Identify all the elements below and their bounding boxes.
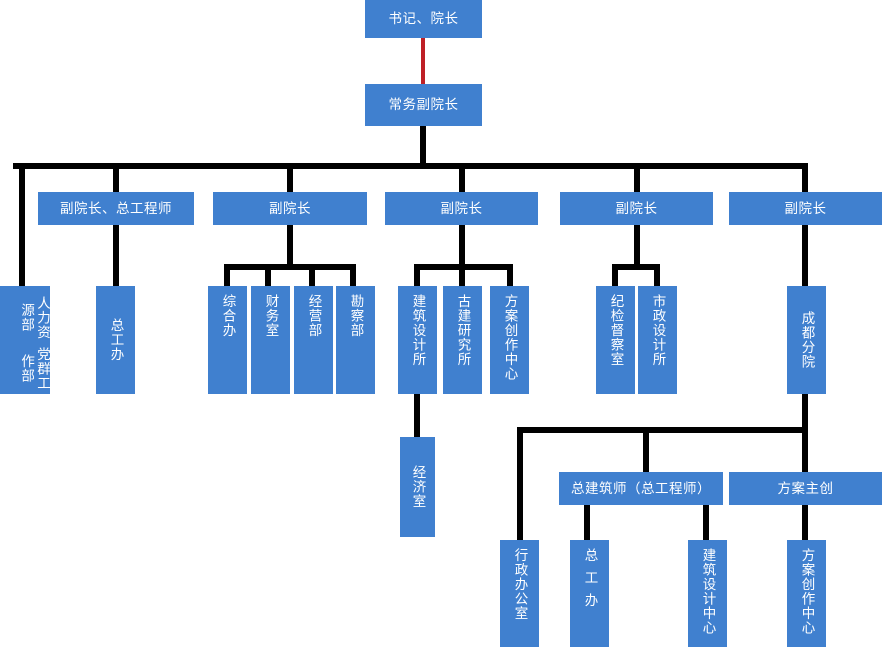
node-general-office[interactable]: 综合办 xyxy=(208,286,247,394)
node-municipal-design-inst[interactable]: 市政设计所 xyxy=(638,286,677,394)
connector-vp4-to-municipal-inst xyxy=(654,264,660,286)
connector-vp2-to-finance-office xyxy=(265,264,271,286)
connector-scheme-lead-to-cd-scheme-center xyxy=(802,505,808,540)
node-vp4[interactable]: 副院长 xyxy=(560,192,713,225)
node-executive-vp[interactable]: 常务副院长 xyxy=(365,84,482,126)
node-scheme-creation-center[interactable]: 方案创作中心 xyxy=(490,286,529,394)
node-vp5[interactable]: 副院长 xyxy=(729,192,882,225)
connector-vp2-to-survey-dept xyxy=(350,264,356,286)
node-cd-scheme-creation-center[interactable]: 方案创作中心 xyxy=(787,540,826,647)
connector-vp1-down xyxy=(113,225,119,286)
connector-vp3-to-arch-design-inst xyxy=(414,264,420,286)
connector-chief-architect-to-arch-design-center xyxy=(703,505,709,540)
connector-vp3-to-scheme-center xyxy=(507,264,513,286)
connector-trunk-to-vp1 xyxy=(113,163,119,192)
node-chief-eng-office[interactable]: 总工办 xyxy=(96,286,135,394)
node-admin-office[interactable]: 行政办公室 xyxy=(500,540,539,647)
node-economics-office[interactable]: 经济室 xyxy=(400,437,435,537)
node-ancient-arch-inst[interactable]: 古建研究所 xyxy=(443,286,482,394)
node-arch-design-center[interactable]: 建筑设计中心 xyxy=(688,540,727,647)
connector-chengdu-to-scheme-lead xyxy=(802,427,808,472)
node-discipline-office[interactable]: 纪检督察室 xyxy=(596,286,635,394)
connector-chief-architect-to-cd-chief-eng-office xyxy=(584,505,590,540)
connector-chengdu-down xyxy=(802,394,808,433)
connector-vp2-to-general-office xyxy=(224,264,230,286)
node-finance-office[interactable]: 财务室 xyxy=(251,286,290,394)
connector-vp4-to-discipline-office xyxy=(612,264,618,286)
trunk-chengdu xyxy=(517,427,808,433)
connector-root-to-executive-vp xyxy=(421,38,425,84)
node-arch-design-inst[interactable]: 建筑设计所 xyxy=(398,286,437,394)
connector-vp3-down xyxy=(459,225,465,270)
connector-executive-vp-down xyxy=(420,126,426,166)
node-hr-and-party-dept[interactable]: 人力资源部 党群工作部 xyxy=(0,286,50,394)
connector-trunk-to-left-branch xyxy=(19,163,25,286)
connector-vp2-down xyxy=(287,225,293,267)
connector-trunk-to-vp4 xyxy=(634,163,640,192)
node-survey-dept[interactable]: 勘察部 xyxy=(336,286,375,394)
connector-trunk-to-vp2 xyxy=(287,163,293,192)
node-chief-architect[interactable]: 总建筑师（总工程师） xyxy=(559,472,723,505)
trunk-vp4 xyxy=(612,264,660,270)
trunk-main xyxy=(13,163,805,169)
trunk-vp2 xyxy=(224,264,356,270)
connector-chengdu-to-chief-architect xyxy=(643,427,649,472)
connector-vp4-down xyxy=(634,225,640,270)
node-chengdu-branch[interactable]: 成都分院 xyxy=(787,286,826,394)
node-cd-chief-eng-office[interactable]: 总工办 xyxy=(570,540,609,647)
node-hr-dept-label: 人力资源部 xyxy=(19,295,50,340)
node-operations-dept[interactable]: 经营部 xyxy=(294,286,333,394)
node-vp3[interactable]: 副院长 xyxy=(385,192,538,225)
node-scheme-lead[interactable]: 方案主创 xyxy=(729,472,882,505)
connector-trunk-to-vp3 xyxy=(459,163,465,192)
node-vp1[interactable]: 副院长、总工程师 xyxy=(38,192,194,225)
node-root[interactable]: 书记、院长 xyxy=(365,0,482,38)
node-vp2[interactable]: 副院长 xyxy=(213,192,367,225)
connector-chengdu-to-admin-office xyxy=(517,427,523,540)
connector-vp2-to-operations-dept xyxy=(309,264,315,286)
connector-arch-inst-to-economics-office xyxy=(414,394,420,437)
connector-trunk-to-vp5 xyxy=(802,163,808,192)
node-party-dept-label: 党群工作部 xyxy=(19,346,50,391)
connector-vp5-down xyxy=(802,225,808,286)
connector-vp3-to-ancient-arch-inst xyxy=(459,264,465,286)
